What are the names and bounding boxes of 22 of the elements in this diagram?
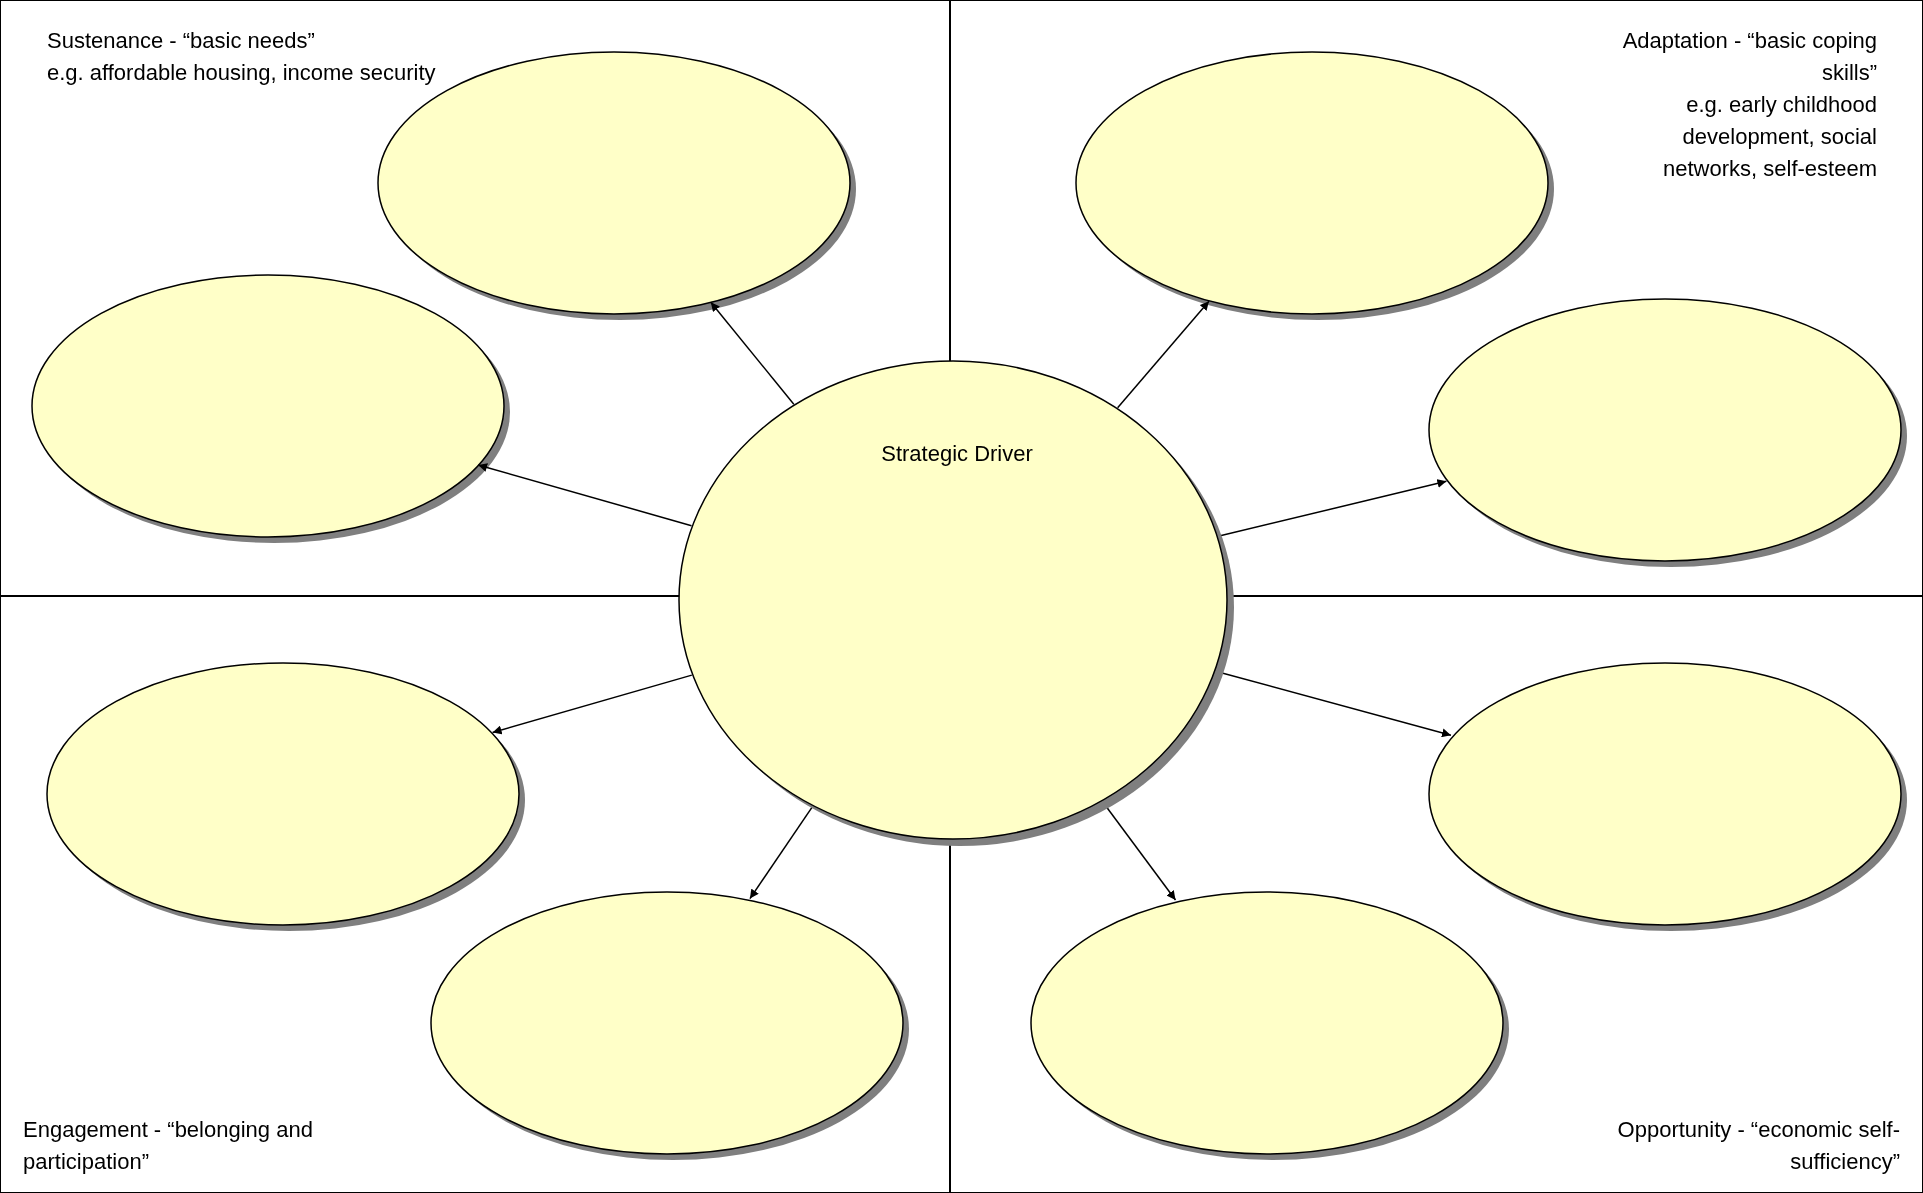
empty-ellipse bbox=[1030, 891, 1511, 1162]
empty-ellipse bbox=[31, 274, 512, 545]
empty-ellipse bbox=[46, 662, 527, 933]
empty-ellipse bbox=[430, 891, 911, 1162]
arrow bbox=[491, 674, 693, 735]
quadrant-panel bbox=[0, 595, 951, 1193]
quadrant-examples: e.g. affordable housing, income security bbox=[47, 58, 437, 87]
quadrant-examples: e.g. early childhood development, social networks, self-esteem bbox=[1662, 90, 1877, 183]
node-label: Strategic Driver bbox=[881, 441, 1033, 467]
empty-ellipse bbox=[1428, 298, 1909, 569]
arrow bbox=[749, 805, 814, 900]
quadrant-heading: Adaptation - “basic coping skills” bbox=[1621, 27, 1877, 87]
empty-ellipse bbox=[1428, 662, 1909, 933]
empty-ellipse bbox=[1075, 51, 1556, 322]
arrow bbox=[477, 463, 693, 527]
quadrant-heading: Engagement - “belonging and participation” bbox=[23, 1116, 314, 1177]
arrow bbox=[710, 301, 795, 406]
quadrant-heading: Opportunity - “economic self-sufficiency” bbox=[1616, 1116, 1900, 1177]
arrow bbox=[1116, 300, 1210, 409]
quadrant-panel bbox=[949, 595, 1923, 1193]
central-ellipse bbox=[678, 360, 1236, 848]
quadrant-heading: Sustenance - “basic needs” bbox=[47, 27, 316, 55]
